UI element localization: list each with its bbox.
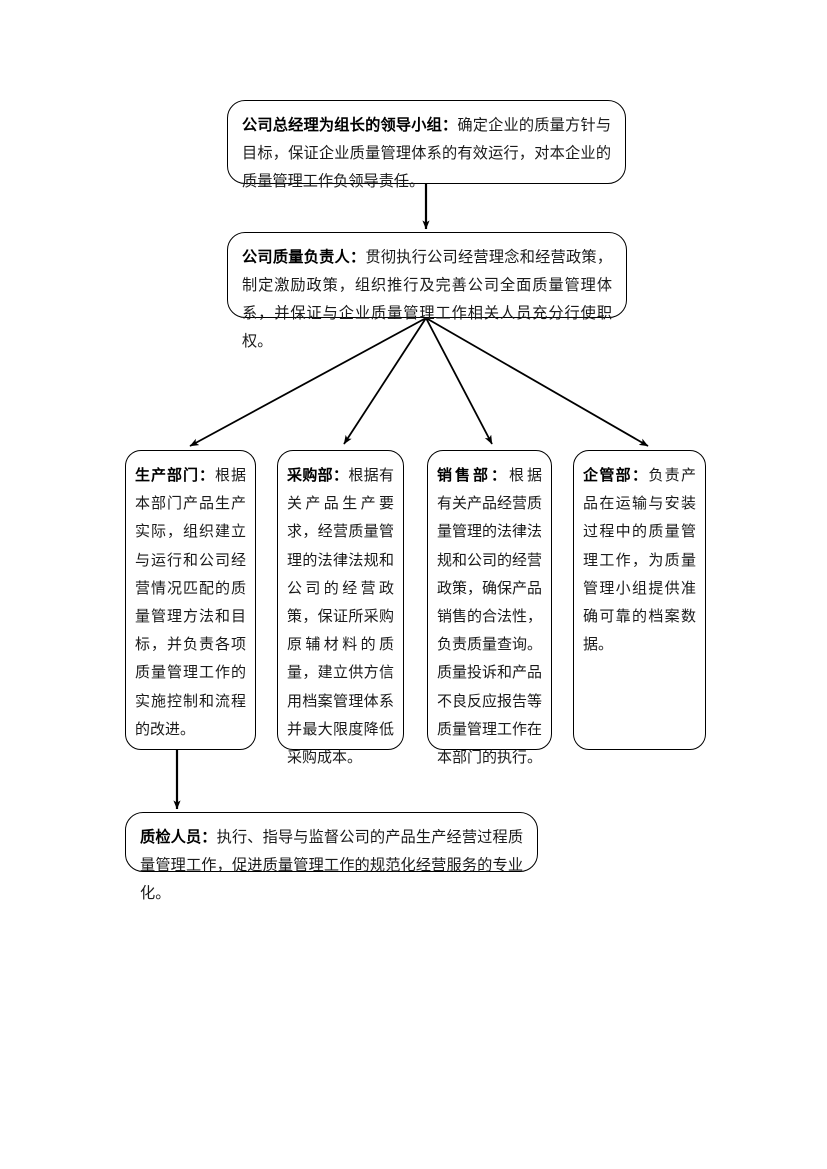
node-purchasing-department[interactable]: 采购部：根据有关产品生产要求，经营质量管理的法律法规和公司的经营政策，保证所采购… [277, 450, 404, 766]
node-quality-manager-lead: 公司质量负责人： [242, 248, 366, 266]
node-enterprise-management-department[interactable]: 企管部：负责产品在运输与安装过程中的质量管理工作，为质量管理小组提供准确可靠的档… [573, 450, 706, 750]
node-enterprise-management-department-lead: 企管部： [583, 466, 649, 484]
node-quality-inspector-desc: 执行、指导与监督公司的产品生产经营过程质量管理工作，促进质量管理工作的规范化经营… [140, 828, 524, 902]
node-purchasing-department-text: 采购部：根据有关产品生产要求，经营质量管理的法律法规和公司的经营政策，保证所采购… [287, 461, 394, 771]
node-quality-manager[interactable]: 公司质量负责人：贯彻执行公司经营理念和经营政策，制定激励政策，组织推行及完善公司… [227, 232, 627, 350]
node-leadership-group-desc: 确定企业的质量方针与目标，保证企业质量管理体系的有效运行，对本企业的质量管理工作… [242, 116, 612, 190]
node-enterprise-management-department-text: 企管部：负责产品在运输与安装过程中的质量管理工作，为质量管理小组提供准确可靠的档… [583, 461, 696, 658]
node-sales-department-lead: 销售部： [437, 466, 509, 484]
node-purchasing-department-lead: 采购部： [287, 466, 349, 484]
node-leadership-group-text: 公司总经理为组长的领导小组：确定企业的质量方针与目标，保证企业质量管理体系的有效… [242, 111, 611, 195]
node-quality-inspector[interactable]: 质检人员：执行、指导与监督公司的产品生产经营过程质量管理工作，促进质量管理工作的… [125, 812, 538, 902]
node-purchasing-department-desc: 根据有关产品生产要求，经营质量管理的法律法规和公司的经营政策，保证所采购原辅材料… [287, 466, 394, 767]
node-quality-inspector-lead: 质检人员： [140, 828, 217, 846]
node-quality-inspector-text: 质检人员：执行、指导与监督公司的产品生产经营过程质量管理工作，促进质量管理工作的… [140, 823, 523, 907]
node-production-department[interactable]: 生产部门：根据本部门产品生产实际，组织建立与运行和公司经营情况匹配的质量管理方法… [125, 450, 256, 750]
node-production-department-text: 生产部门：根据本部门产品生产实际，组织建立与运行和公司经营情况匹配的质量管理方法… [135, 461, 246, 743]
node-production-department-desc: 根据本部门产品生产实际，组织建立与运行和公司经营情况匹配的质量管理方法和目标，并… [135, 466, 246, 738]
node-sales-department-desc: 根据有关产品经营质量管理的法律法规和公司的经营政策，确保产品销售的合法性，负责质… [437, 466, 543, 767]
node-production-department-lead: 生产部门： [135, 466, 215, 484]
node-leadership-group[interactable]: 公司总经理为组长的领导小组：确定企业的质量方针与目标，保证企业质量管理体系的有效… [227, 100, 626, 190]
node-sales-department-text: 销售部：根据有关产品经营质量管理的法律法规和公司的经营政策，确保产品销售的合法性… [437, 461, 542, 771]
node-sales-department[interactable]: 销售部：根据有关产品经营质量管理的法律法规和公司的经营政策，确保产品销售的合法性… [427, 450, 552, 766]
node-quality-manager-text: 公司质量负责人：贯彻执行公司经营理念和经营政策，制定激励政策，组织推行及完善公司… [242, 243, 612, 355]
node-enterprise-management-department-desc: 负责产品在运输与安装过程中的质量管理工作，为质量管理小组提供准确可靠的档案数据。 [583, 466, 696, 654]
node-leadership-group-lead: 公司总经理为组长的领导小组： [242, 116, 458, 134]
